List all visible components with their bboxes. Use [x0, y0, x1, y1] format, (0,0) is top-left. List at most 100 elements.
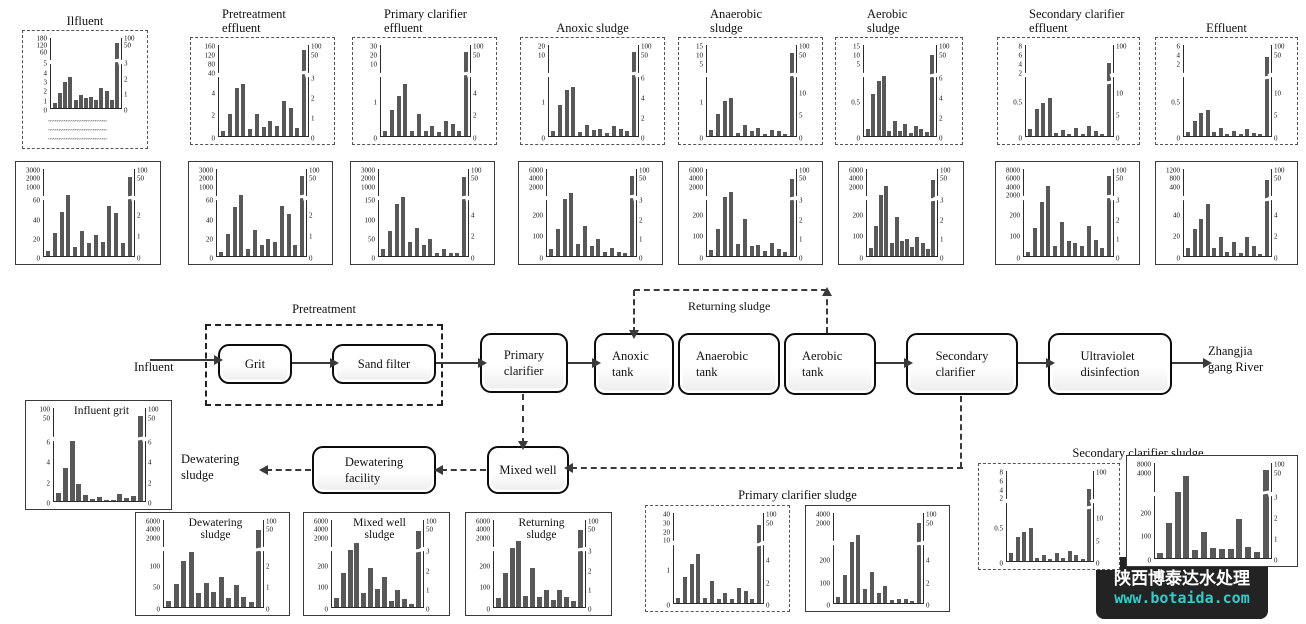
bar: [188, 552, 194, 607]
bar: [866, 128, 870, 136]
axis-tick: 4000: [1006, 183, 1020, 192]
x-axis-illegible-labels: ~~~~~~~~~~~~~~~~~~~~~~~~~~: [48, 120, 107, 125]
axis-tick: 2: [639, 216, 643, 225]
axis-tick: 2: [426, 567, 430, 576]
axis-tick: 4000: [849, 174, 863, 183]
bar: [749, 245, 754, 256]
plot-area: [378, 169, 469, 257]
axis-tick: 20: [1173, 232, 1180, 241]
axis-tick: 2: [137, 211, 141, 220]
plot-area: [43, 169, 135, 257]
axis-tick: 3: [43, 78, 48, 87]
bar: [1093, 130, 1098, 136]
bar: [124, 498, 130, 501]
axis-tick: 30: [663, 519, 670, 528]
axis-tick: 100: [1116, 166, 1127, 175]
bar: [897, 130, 902, 136]
axis-tick: 50: [426, 525, 433, 534]
axis-tick: 0: [373, 134, 378, 143]
flow-line: [876, 362, 906, 364]
bar: [576, 529, 585, 607]
flow-line: [1172, 362, 1205, 364]
bar: [919, 128, 924, 136]
bar: [879, 195, 884, 256]
axis-tick: 200: [479, 562, 491, 571]
axis-tick: 0: [699, 134, 704, 143]
plot-area: [1154, 463, 1272, 559]
bar: [233, 585, 239, 607]
bar: [543, 590, 549, 607]
axis-tick: 1: [541, 98, 546, 107]
bar: [709, 129, 713, 136]
bar: [925, 249, 930, 256]
bar: [1054, 552, 1059, 561]
axis-tick: 6: [1176, 42, 1181, 51]
flow-line: [150, 359, 216, 361]
bar: [410, 130, 414, 136]
axis-tick: 0: [940, 254, 944, 263]
bar: [742, 125, 747, 136]
arrowhead-right: [330, 358, 339, 368]
bar: [1232, 130, 1237, 136]
bar: [1060, 129, 1065, 136]
bar: [1047, 97, 1052, 136]
bar: [550, 600, 556, 607]
bar: [450, 124, 455, 136]
bar: [1080, 134, 1085, 136]
axis-tick: 0: [43, 106, 48, 115]
axis-tick: 50: [309, 174, 316, 183]
bar: [241, 84, 246, 136]
axis-tick: 0: [46, 499, 51, 508]
flow-line: [436, 362, 480, 364]
axis-tick: 2: [939, 114, 943, 123]
axis-tick: 2: [588, 567, 592, 576]
bar: [234, 87, 239, 136]
axis-tick: 5: [43, 59, 48, 68]
plot-area: [493, 520, 586, 608]
bar: [756, 127, 761, 136]
bar: [1157, 553, 1163, 558]
bar: [1085, 489, 1093, 561]
bar: [1192, 229, 1197, 256]
bar: [1251, 246, 1256, 256]
arrowhead-left: [564, 463, 573, 473]
axis-tick: 5: [1274, 111, 1278, 120]
axis-tick: 10: [1116, 89, 1123, 98]
axis-tick: 6: [148, 438, 152, 447]
bar: [1263, 180, 1271, 256]
bar: [783, 251, 788, 256]
bar: [288, 107, 293, 136]
axis-tick: 150: [364, 196, 376, 205]
axis-tick: 50: [471, 174, 478, 183]
axis-tick: 4000: [816, 510, 830, 519]
axis-tick: 100: [1274, 42, 1285, 51]
bar: [884, 186, 889, 256]
bar: [361, 593, 367, 607]
bar: [571, 86, 576, 136]
bar: [576, 243, 580, 256]
plot-area: [673, 513, 764, 604]
axis-tick: 200: [692, 211, 704, 220]
bar: [1199, 218, 1204, 256]
axis-tick: 50: [1274, 469, 1281, 478]
axis-tick: 8000: [1137, 460, 1151, 469]
axis-tick: 0: [486, 605, 491, 614]
axis-tick: 2: [641, 114, 645, 123]
bar: [1022, 532, 1026, 561]
bar: [750, 598, 755, 603]
pretreatment-label: Pretreatment: [292, 302, 356, 316]
bar: [1032, 228, 1037, 256]
axis-tick: 6: [999, 477, 1004, 486]
bar: [605, 133, 609, 136]
